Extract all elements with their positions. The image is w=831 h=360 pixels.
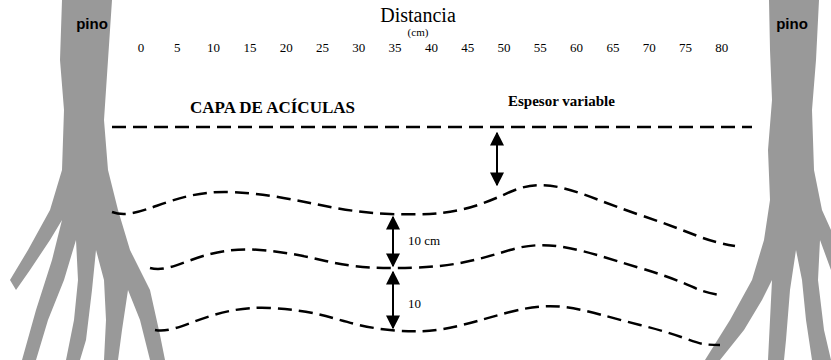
tick-number: 55 <box>534 41 547 55</box>
tick-number: 40 <box>425 41 438 55</box>
tick-number: 5 <box>174 41 181 55</box>
tree-label: pino <box>776 16 808 33</box>
tick-number: 45 <box>461 41 474 55</box>
dimension-arrow <box>392 217 394 266</box>
pine-tree <box>705 0 831 360</box>
tick-number: 75 <box>679 41 692 55</box>
dimension-arrow <box>496 133 498 185</box>
pine-tree <box>10 0 165 360</box>
layer-line <box>155 306 720 345</box>
tick-number: 80 <box>715 41 728 55</box>
axis-title: Distancia <box>380 4 456 26</box>
layer-line <box>150 245 720 295</box>
tick-number: 65 <box>606 41 619 55</box>
surface-line <box>112 126 752 129</box>
dimension-label: 10 <box>408 297 421 311</box>
tick-number: 35 <box>389 41 402 55</box>
dimension-label: 10 cm <box>408 234 440 248</box>
dimension-arrow <box>392 272 394 328</box>
thickness-label: Espesor variable <box>508 93 615 110</box>
tick-number: 20 <box>280 41 293 55</box>
tick-number: 30 <box>352 41 365 55</box>
tick-number: 0 <box>138 41 145 55</box>
tick-number: 25 <box>316 41 329 55</box>
tick-number: 10 <box>207 41 220 55</box>
tick-number: 50 <box>498 41 511 55</box>
tree-label: pino <box>76 16 108 33</box>
axis-unit: (cm) <box>408 26 429 38</box>
tick-number: 60 <box>570 41 583 55</box>
layer-label: CAPA DE ACÍCULAS <box>190 99 355 118</box>
tick-number: 70 <box>643 41 656 55</box>
tick-number: 15 <box>243 41 256 55</box>
